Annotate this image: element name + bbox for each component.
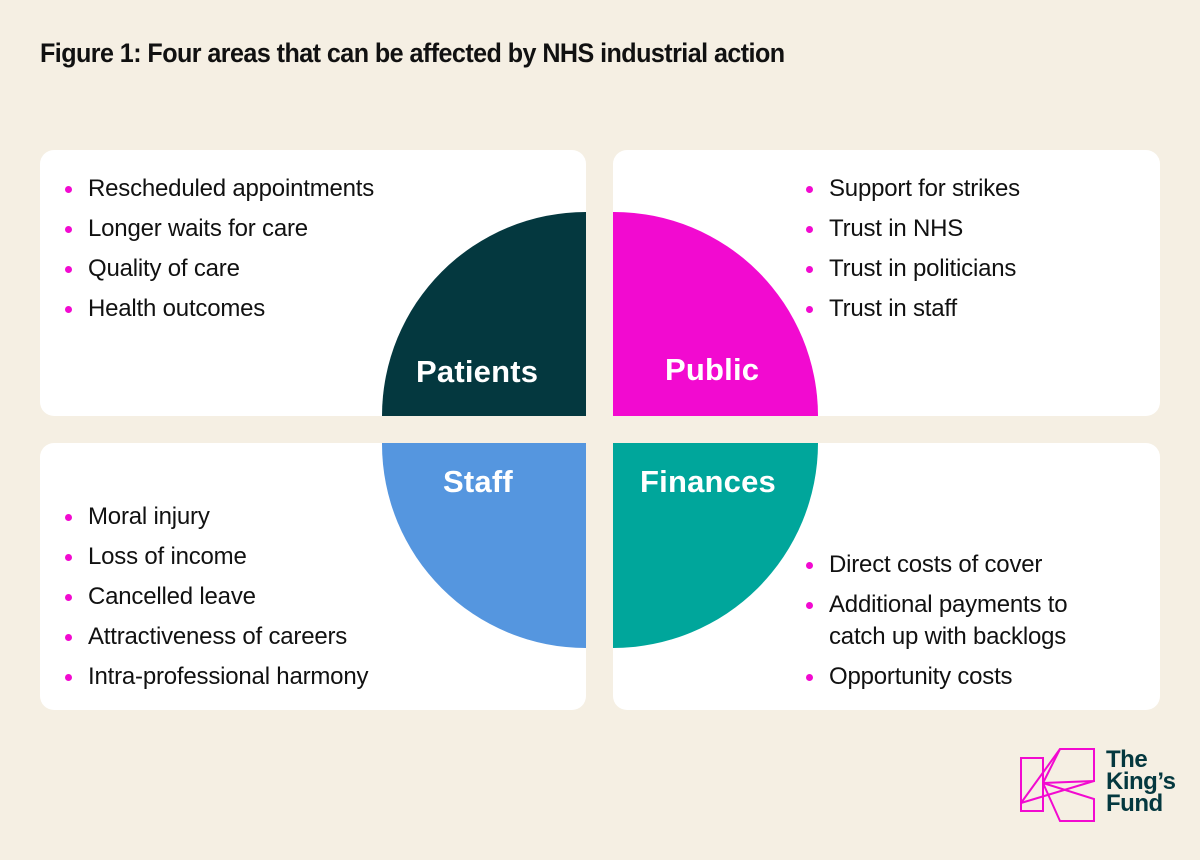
bullet-icon: [806, 266, 813, 273]
bullet-icon: [806, 562, 813, 569]
list-item: Rescheduled appointments: [62, 169, 374, 209]
bullet-icon: [806, 602, 813, 609]
public-list: Support for strikes Trust in NHS Trust i…: [803, 169, 1020, 329]
list-item: Additional payments to catch up with bac…: [803, 589, 1123, 653]
kings-fund-k-mark-icon: [1020, 748, 1095, 822]
bullet-icon: [65, 186, 72, 193]
list-item: Health outcomes: [62, 289, 374, 329]
finances-label: Finances: [640, 464, 776, 499]
list-item: Trust in politicians: [803, 249, 1020, 289]
bullet-icon: [65, 266, 72, 273]
bullet-icon: [806, 674, 813, 681]
bullet-icon: [65, 306, 72, 313]
figure-title: Figure 1: Four areas that can be affecte…: [40, 38, 785, 68]
logo-wordmark: The King’s Fund: [1106, 746, 1176, 817]
list-item: Opportunity costs: [803, 657, 1123, 697]
list-item: Longer waits for care: [62, 209, 374, 249]
public-label: Public: [665, 352, 760, 387]
bullet-icon: [65, 514, 72, 521]
bullet-icon: [65, 226, 72, 233]
patients-list: Rescheduled appointments Longer waits fo…: [62, 169, 374, 329]
bullet-icon: [806, 186, 813, 193]
list-item: Intra-professional harmony: [62, 657, 368, 697]
list-item: Loss of income: [62, 537, 368, 577]
staff-label: Staff: [443, 464, 513, 499]
bullet-icon: [65, 594, 72, 601]
bullet-icon: [65, 674, 72, 681]
patients-label: Patients: [416, 354, 539, 389]
kings-fund-logo: The King’s Fund: [1018, 745, 1176, 825]
bullet-icon: [65, 554, 72, 561]
list-item: Cancelled leave: [62, 577, 368, 617]
list-item: Moral injury: [62, 497, 368, 537]
bullet-icon: [806, 226, 813, 233]
list-item: Quality of care: [62, 249, 374, 289]
list-item: Support for strikes: [803, 169, 1020, 209]
list-item: Trust in staff: [803, 289, 1020, 329]
bullet-icon: [65, 634, 72, 641]
bullet-icon: [806, 306, 813, 313]
list-item: Direct costs of cover: [803, 545, 1123, 585]
list-item: Trust in NHS: [803, 209, 1020, 249]
list-item: Attractiveness of careers: [62, 617, 368, 657]
finances-list: Direct costs of cover Additional payment…: [803, 545, 1123, 697]
staff-list: Moral injury Loss of income Cancelled le…: [62, 497, 368, 697]
